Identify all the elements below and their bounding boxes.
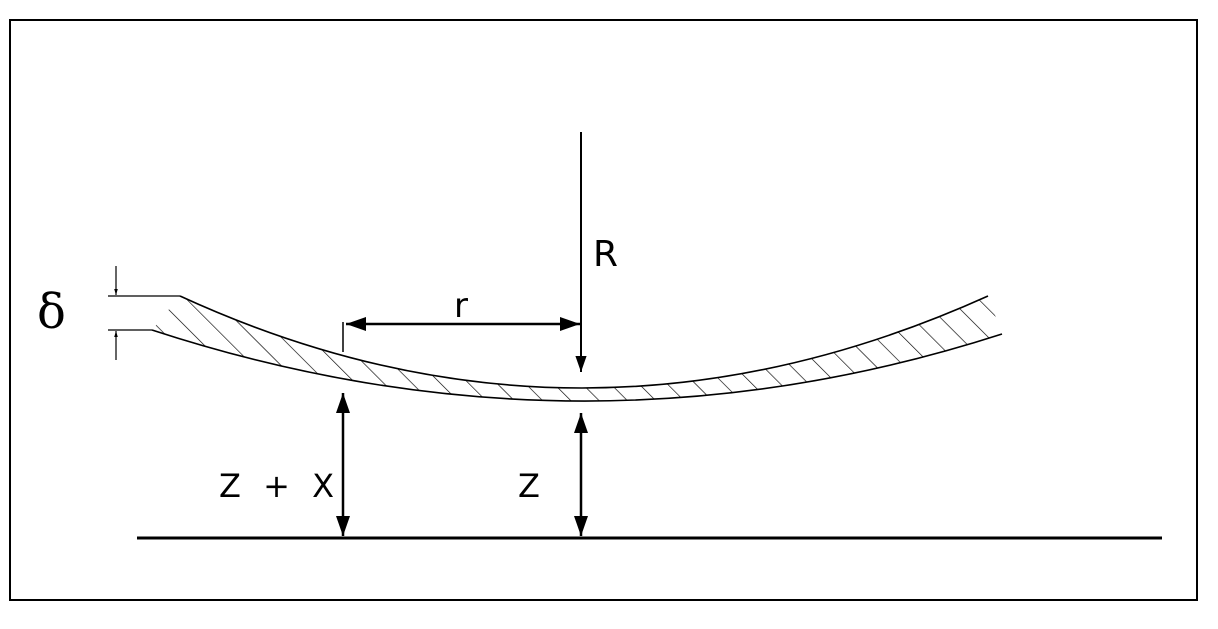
R-label: R (593, 234, 618, 275)
r-label: r (454, 286, 468, 326)
delta-label: δ (37, 284, 66, 340)
z-label: Z (518, 467, 540, 505)
plate-bottom-edge (151, 329, 1003, 402)
diagram-frame (9, 19, 1198, 601)
z-plus-x-label: Z + X (219, 467, 340, 505)
curved-plate (152, 296, 1002, 402)
plate-top-edge (179, 295, 989, 389)
